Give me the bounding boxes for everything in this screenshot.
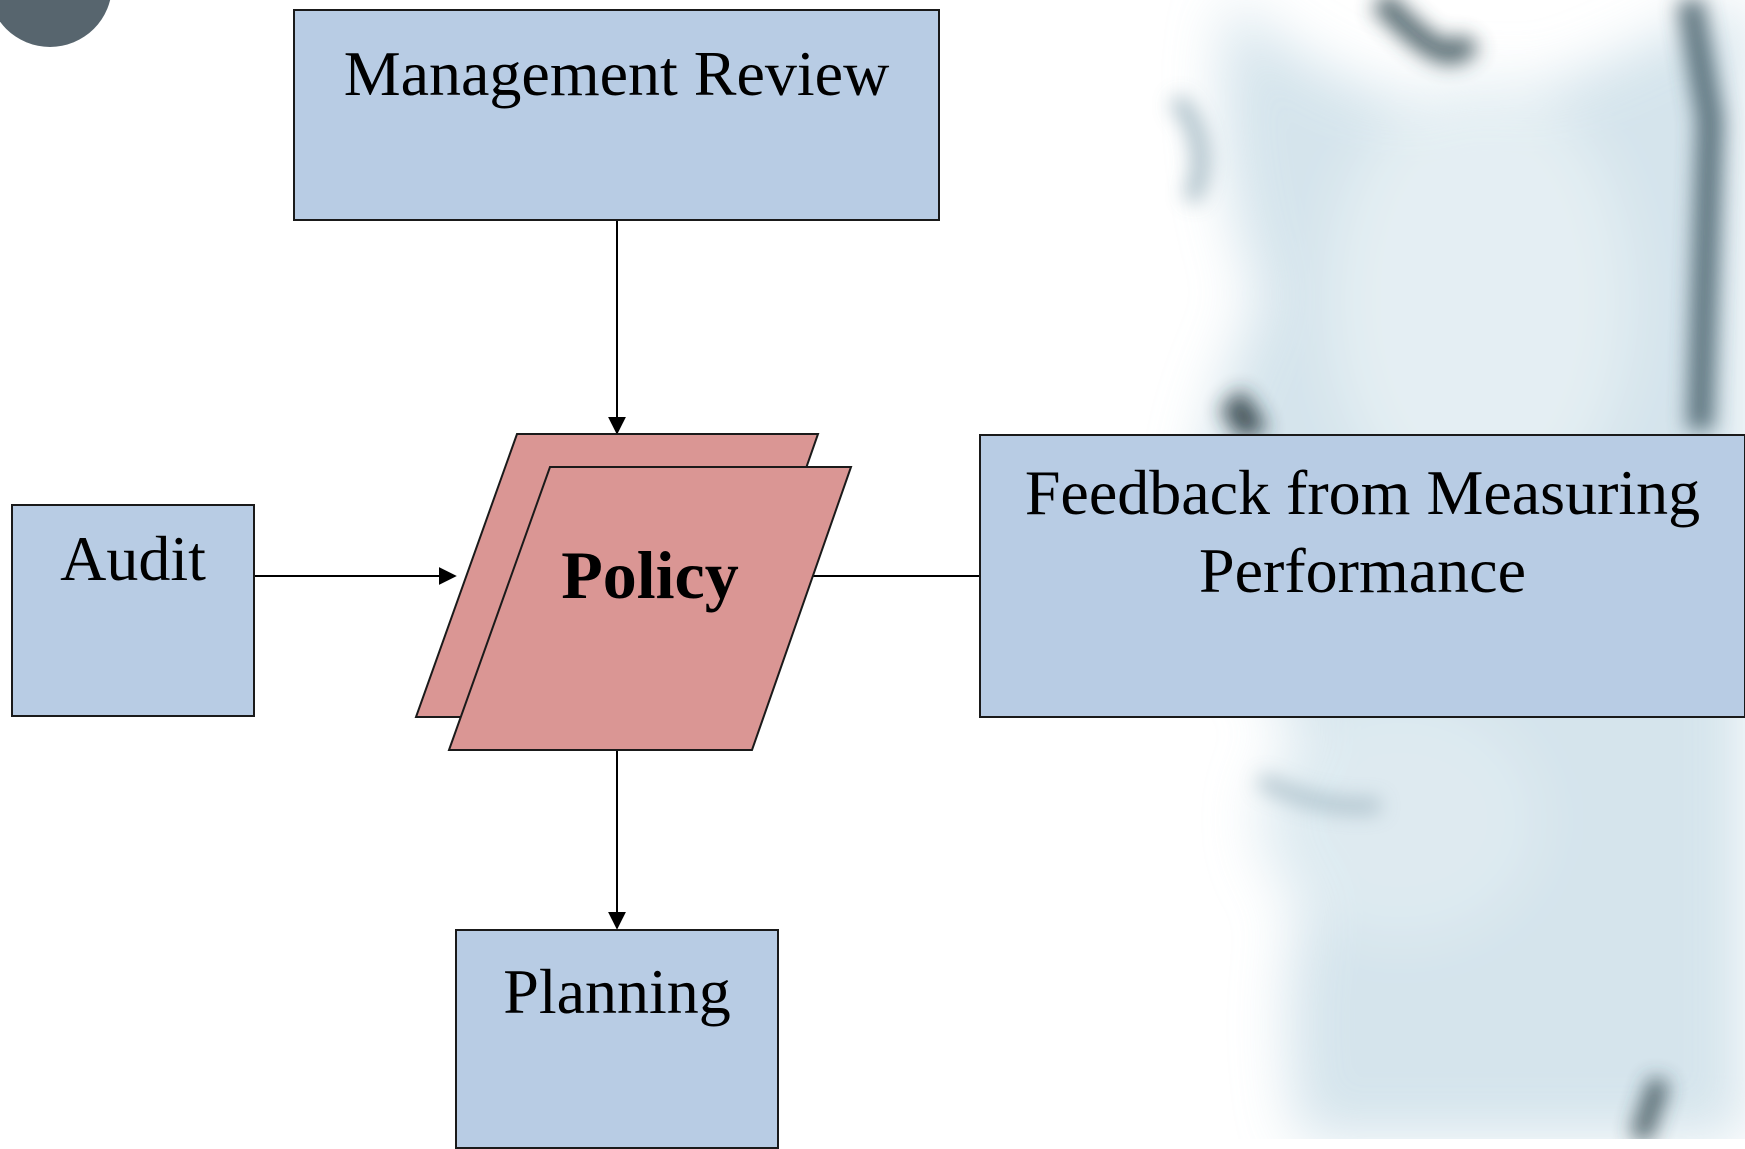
node-label: Planning <box>503 956 731 1027</box>
node-audit: Audit <box>11 504 255 717</box>
node-feedback-from-measuring-performance: Feedback from Measuring Performance <box>979 434 1745 718</box>
node-management-review: Management Review <box>293 9 940 221</box>
node-label: Management Review <box>343 38 890 109</box>
node-policy-label: Policy <box>561 537 739 613</box>
logo-seal-icon <box>0 0 111 47</box>
node-planning: Planning <box>455 929 779 1149</box>
node-label-line-2: Performance <box>1199 535 1526 606</box>
node-label: Audit <box>60 523 206 594</box>
node-label-line-1: Feedback from Measuring <box>1024 457 1701 528</box>
policy-shape-front <box>447 466 853 751</box>
